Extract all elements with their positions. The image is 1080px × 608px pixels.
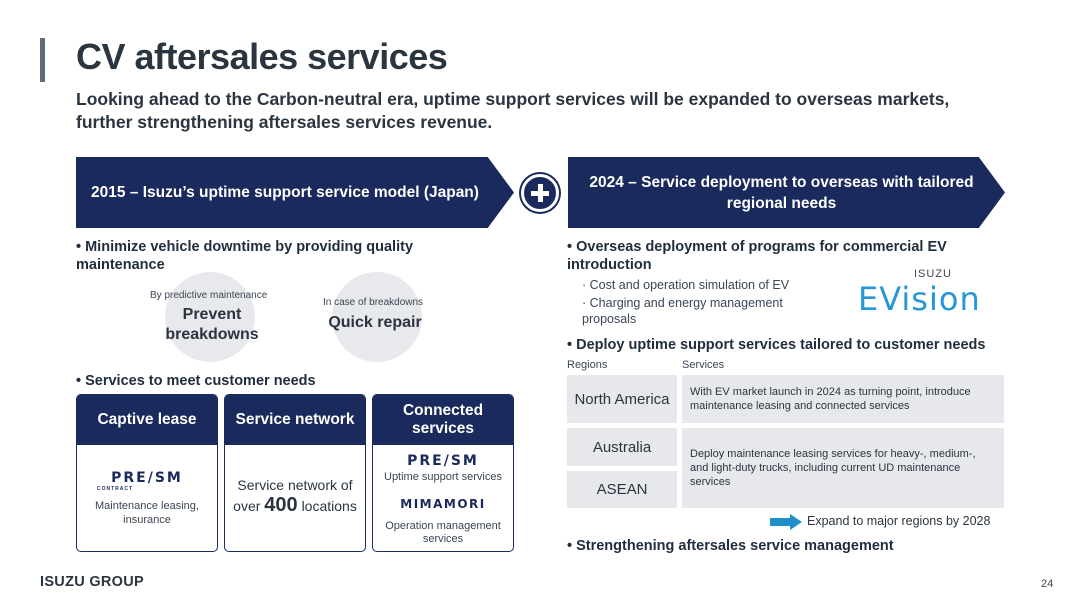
service-network-count: 400 bbox=[264, 494, 298, 516]
banner-overseas-deployment: 2024 – Service deployment to overseas wi… bbox=[568, 157, 1005, 228]
page-number: 24 bbox=[1041, 578, 1054, 590]
sub-bullet-cost-simulation: · Cost and operation simulation of EV bbox=[582, 278, 790, 292]
card-captive-lease-header: Captive lease bbox=[77, 395, 217, 445]
bullet-minimize-downtime: • Minimize vehicle downtime by providing… bbox=[76, 239, 414, 273]
arrow-right-icon bbox=[770, 514, 802, 530]
card-service-network-body: Service network of over 400 locations bbox=[225, 445, 365, 545]
uptime-support-caption: Uptime support services bbox=[384, 471, 502, 483]
service-australia-asean: Deploy maintenance leasing services for … bbox=[682, 428, 1004, 508]
circle-repair-bg bbox=[332, 272, 422, 362]
mimamori-logo: MIMAMORI bbox=[400, 497, 486, 511]
bullet-services-needs: • Services to meet customer needs bbox=[76, 373, 316, 389]
page-title: CV aftersales services bbox=[76, 36, 448, 77]
circle-prevent-caption: By predictive maintenance bbox=[150, 290, 268, 301]
title-accent-bar bbox=[40, 38, 45, 82]
circle-repair-label: Quick repair bbox=[328, 314, 422, 331]
bullet-overseas-ev: • Overseas deployment of programs for co… bbox=[567, 239, 947, 273]
service-north-america: With EV market launch in 2024 as turning… bbox=[682, 375, 1004, 423]
table-header-regions: Regions bbox=[567, 359, 608, 371]
prism-contract-label: CONTRACT bbox=[97, 486, 134, 492]
circle-repair-caption: In case of breakdowns bbox=[323, 297, 424, 308]
circle-prevent-label: Prevent breakdowns bbox=[165, 306, 259, 343]
card-connected-services: Connected services PRE/SM Uptime support… bbox=[372, 394, 514, 552]
service-network-text-after: locations bbox=[301, 498, 357, 514]
card-captive-lease: Captive lease PRE/SM CONTRACT Maintenanc… bbox=[76, 394, 218, 552]
region-australia: Australia bbox=[567, 428, 677, 466]
service-network-text: Service network of over 400 locations bbox=[229, 475, 361, 516]
card-service-network-header: Service network bbox=[225, 395, 365, 445]
evision-brand-label: ISUZU bbox=[914, 268, 952, 280]
prism-logo: PRE/SM bbox=[407, 453, 479, 469]
table-header-services: Services bbox=[682, 359, 725, 371]
page-subtitle: Looking ahead to the Carbon-neutral era,… bbox=[76, 89, 950, 132]
footer-brand: ISUZU GROUP bbox=[40, 574, 144, 590]
card-service-network: Service network Service network of over … bbox=[224, 394, 366, 552]
card-connected-services-header: Connected services bbox=[373, 395, 513, 445]
operation-management-caption: Operation management services bbox=[385, 520, 501, 545]
plus-icon bbox=[521, 174, 559, 212]
sub-bullet-charging: · Charging and energy management proposa… bbox=[582, 296, 783, 326]
banner-japan-model: 2015 – Isuzu’s uptime support service mo… bbox=[76, 157, 514, 228]
bullet-uptime-tailored: • Deploy uptime support services tailore… bbox=[567, 337, 986, 353]
bullet-aftersales-management: • Strengthening aftersales service manag… bbox=[567, 538, 894, 554]
region-north-america: North America bbox=[567, 375, 677, 423]
captive-lease-caption: Maintenance leasing, insurance bbox=[95, 500, 199, 526]
prism-logo: PRE/SM bbox=[111, 470, 183, 486]
expand-note: Expand to major regions by 2028 bbox=[807, 514, 991, 528]
circle-prevent-bg bbox=[165, 272, 255, 362]
card-captive-lease-body: PRE/SM CONTRACT Maintenance leasing, ins… bbox=[77, 445, 217, 545]
service-network-text-before: Service network of over bbox=[233, 477, 353, 514]
card-connected-services-body: PRE/SM Uptime support services MIMAMORI … bbox=[373, 445, 513, 545]
region-asean: ASEAN bbox=[567, 471, 677, 508]
evision-logo: EVision bbox=[858, 280, 981, 318]
